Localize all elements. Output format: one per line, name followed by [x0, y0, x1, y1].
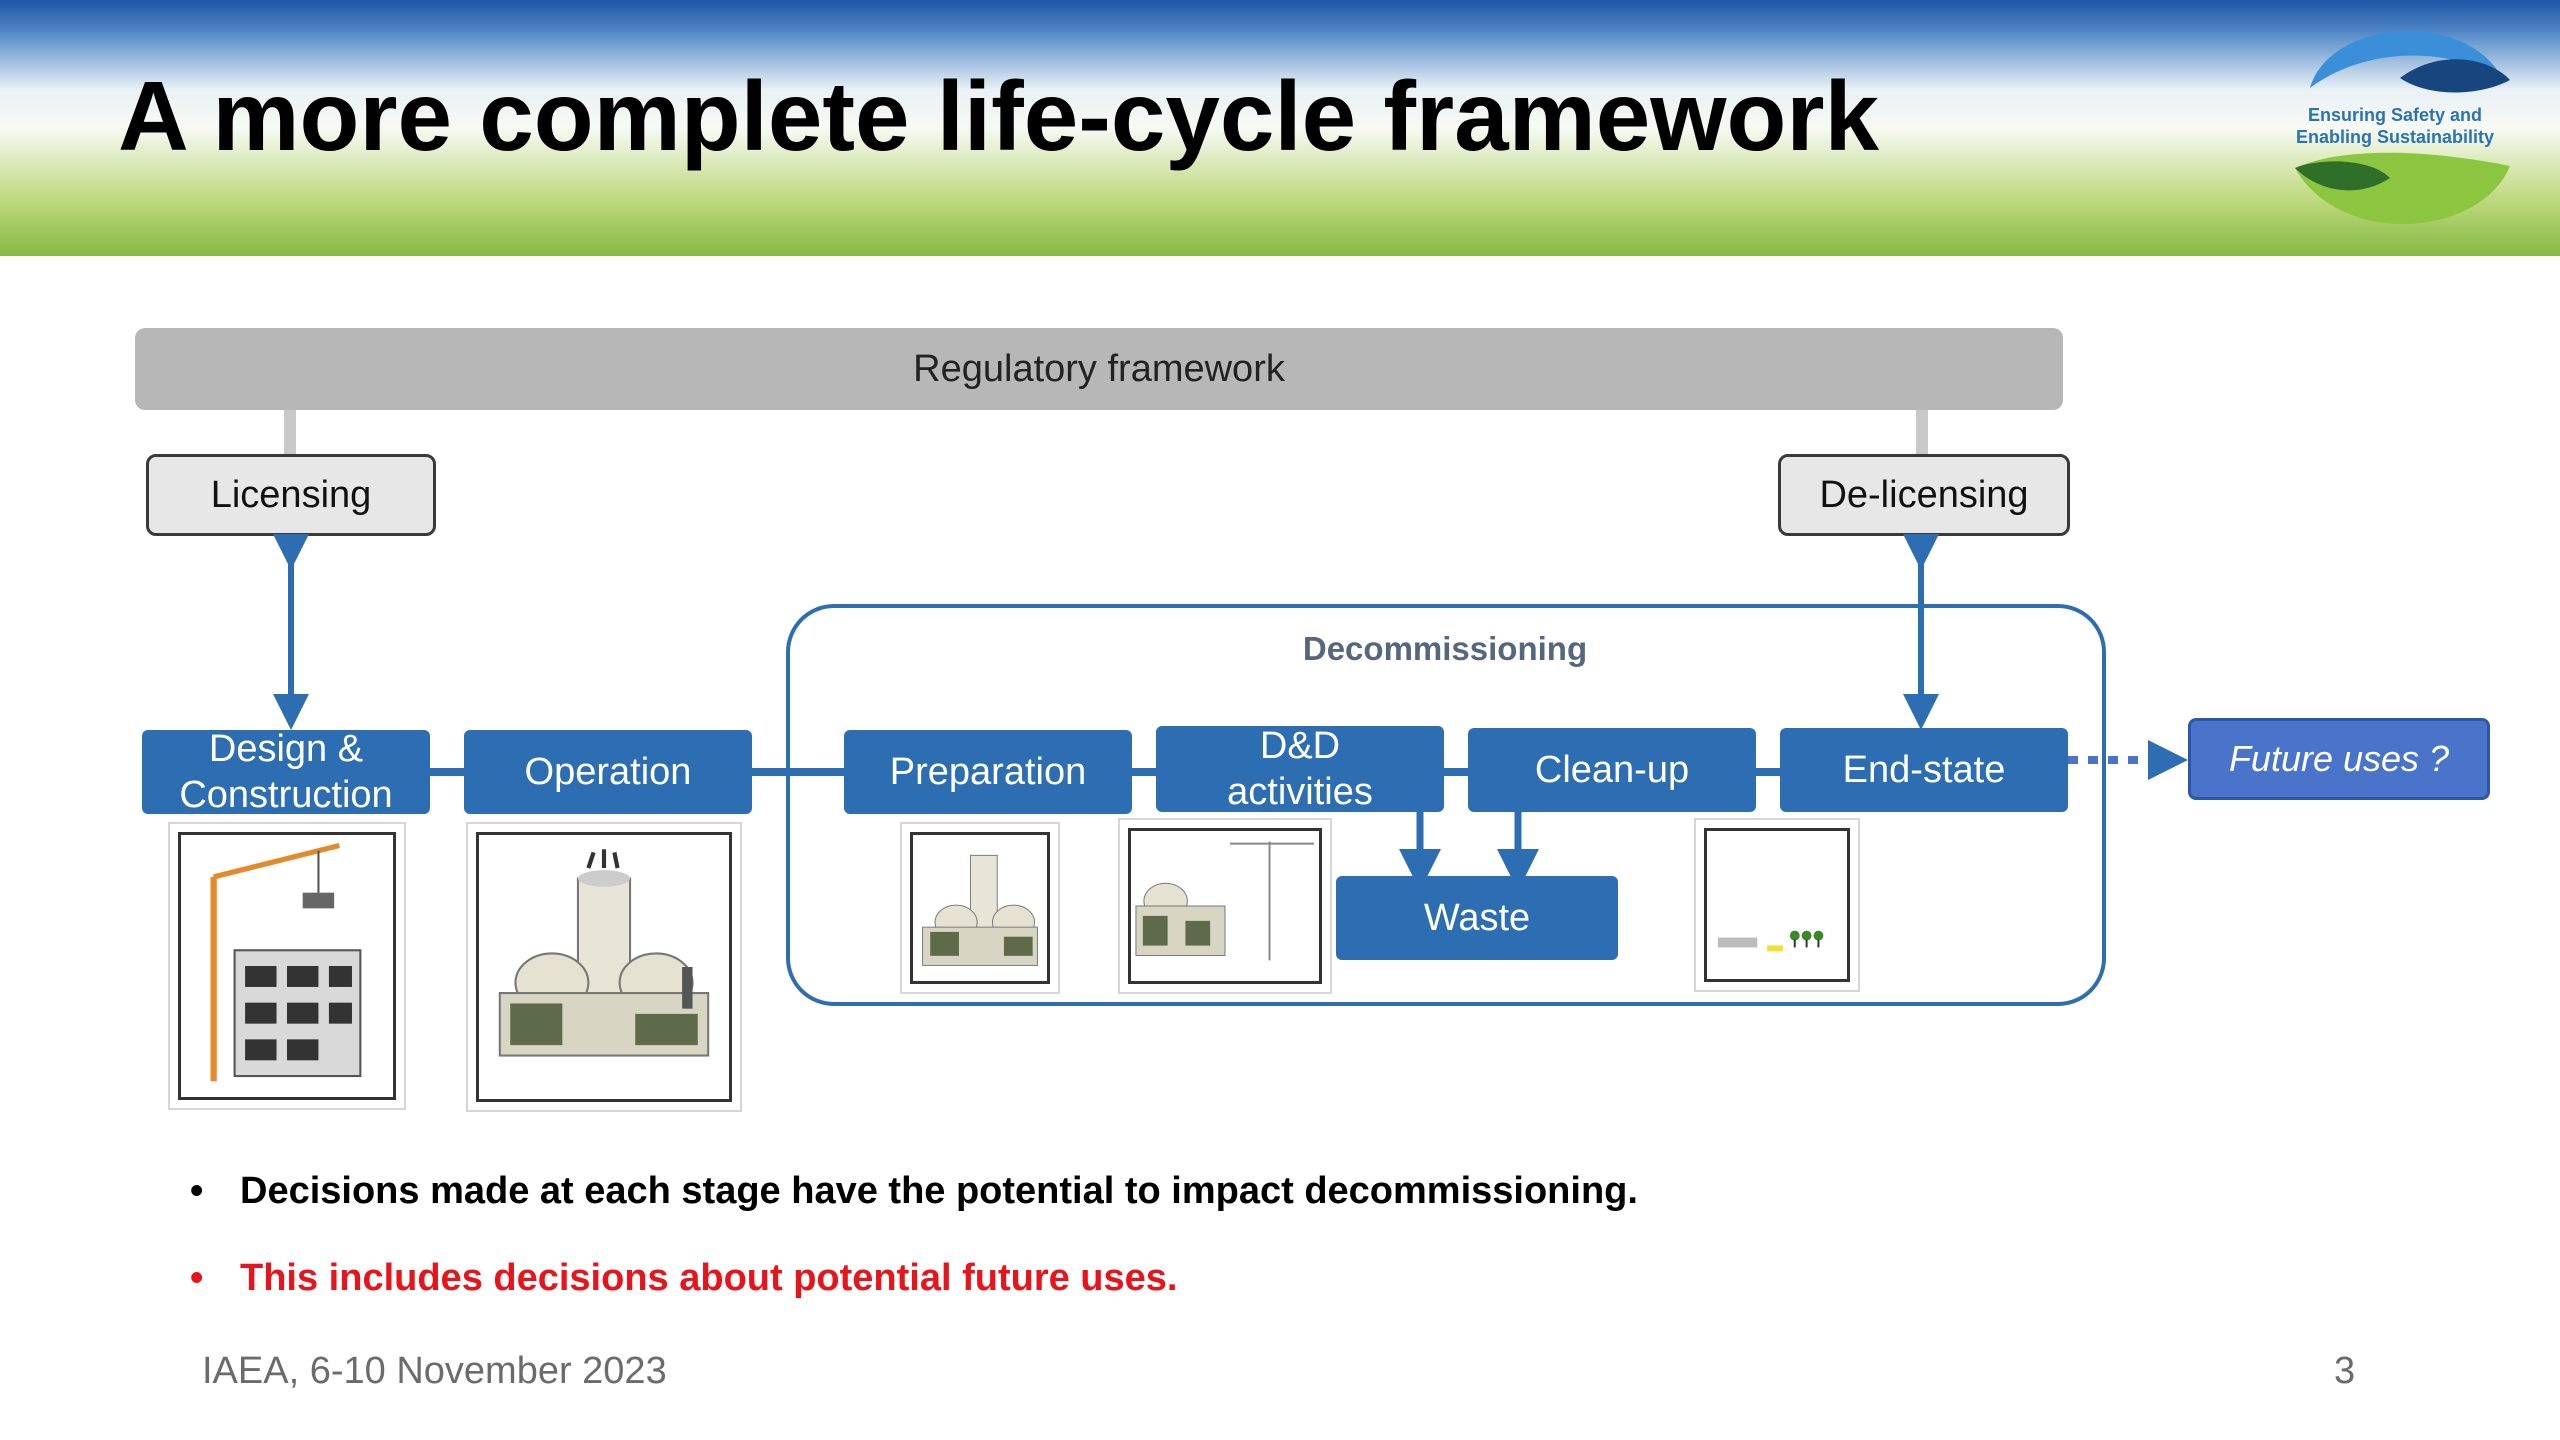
plant-dismantling-icon — [1135, 841, 1315, 961]
page-number: 3 — [2334, 1350, 2356, 1392]
construction-image — [168, 822, 406, 1110]
waste-box: Waste — [1336, 876, 1618, 960]
plant-preparation-icon — [922, 854, 1038, 966]
regulatory-framework-bar: Regulatory framework — [135, 328, 2063, 410]
logo-line-1: Ensuring Safety and — [2307, 105, 2483, 125]
reg-connector-right — [1916, 410, 1928, 454]
stage-end-state: End-state — [1780, 728, 2068, 812]
greenfield-icon — [1717, 930, 1824, 952]
header-band — [0, 0, 2560, 256]
decommissioning-label: Decommissioning — [1302, 630, 1588, 667]
stage-operation: Operation — [464, 730, 752, 814]
bullet-text-1: Decisions made at each stage have the po… — [240, 1170, 1638, 1212]
licensing-label: Licensing — [210, 473, 372, 516]
bullet-dot-1: • — [190, 1170, 204, 1212]
delicensing-box: De-licensing — [1778, 454, 2070, 536]
future-uses-label: Future uses ? — [2228, 738, 2450, 779]
stage-dd-label: D&D activities — [1227, 725, 1373, 813]
licensing-box: Licensing — [146, 454, 436, 536]
waste-label: Waste — [1423, 897, 1531, 939]
slide-title: A more complete life-cycle framework — [118, 61, 1880, 171]
bullet-dot-2: • — [190, 1257, 204, 1299]
future-uses-box: Future uses ? — [2188, 718, 2490, 800]
preparation-image — [900, 822, 1060, 994]
power-plant-icon — [498, 849, 710, 1057]
decommissioning-group — [786, 604, 2106, 1006]
stage-design-construction: Design & Construction — [142, 728, 430, 816]
conference-logo-icon — [2295, 30, 2510, 225]
stage-preparation: Preparation — [844, 730, 1132, 814]
end-state-image — [1694, 818, 1860, 992]
logo-line-2: Enabling Sustainability — [2295, 127, 2495, 147]
logo-caption: Ensuring Safety and Enabling Sustainabil… — [2270, 104, 2520, 148]
stage-operation-label: Operation — [524, 751, 692, 793]
stage-design-label: Design & Construction — [179, 728, 393, 816]
delicensing-label: De-licensing — [1819, 473, 2029, 516]
stage-preparation-label: Preparation — [889, 751, 1087, 793]
stage-cleanup: Clean-up — [1468, 728, 1756, 812]
operation-image — [466, 822, 742, 1112]
stage-dd-activities: D&D activities — [1156, 725, 1444, 813]
stage-cleanup-label: Clean-up — [1534, 749, 1690, 791]
building-crane-icon — [210, 842, 362, 1082]
dd-image — [1118, 818, 1332, 994]
bullet-text-2: This includes decisions about potential … — [240, 1257, 1178, 1299]
regulatory-framework-label: Regulatory framework — [913, 347, 1285, 390]
footer-text: IAEA, 6-10 November 2023 — [202, 1350, 667, 1392]
reg-connector-left — [284, 410, 296, 454]
stage-endstate-label: End-state — [1842, 749, 2006, 791]
